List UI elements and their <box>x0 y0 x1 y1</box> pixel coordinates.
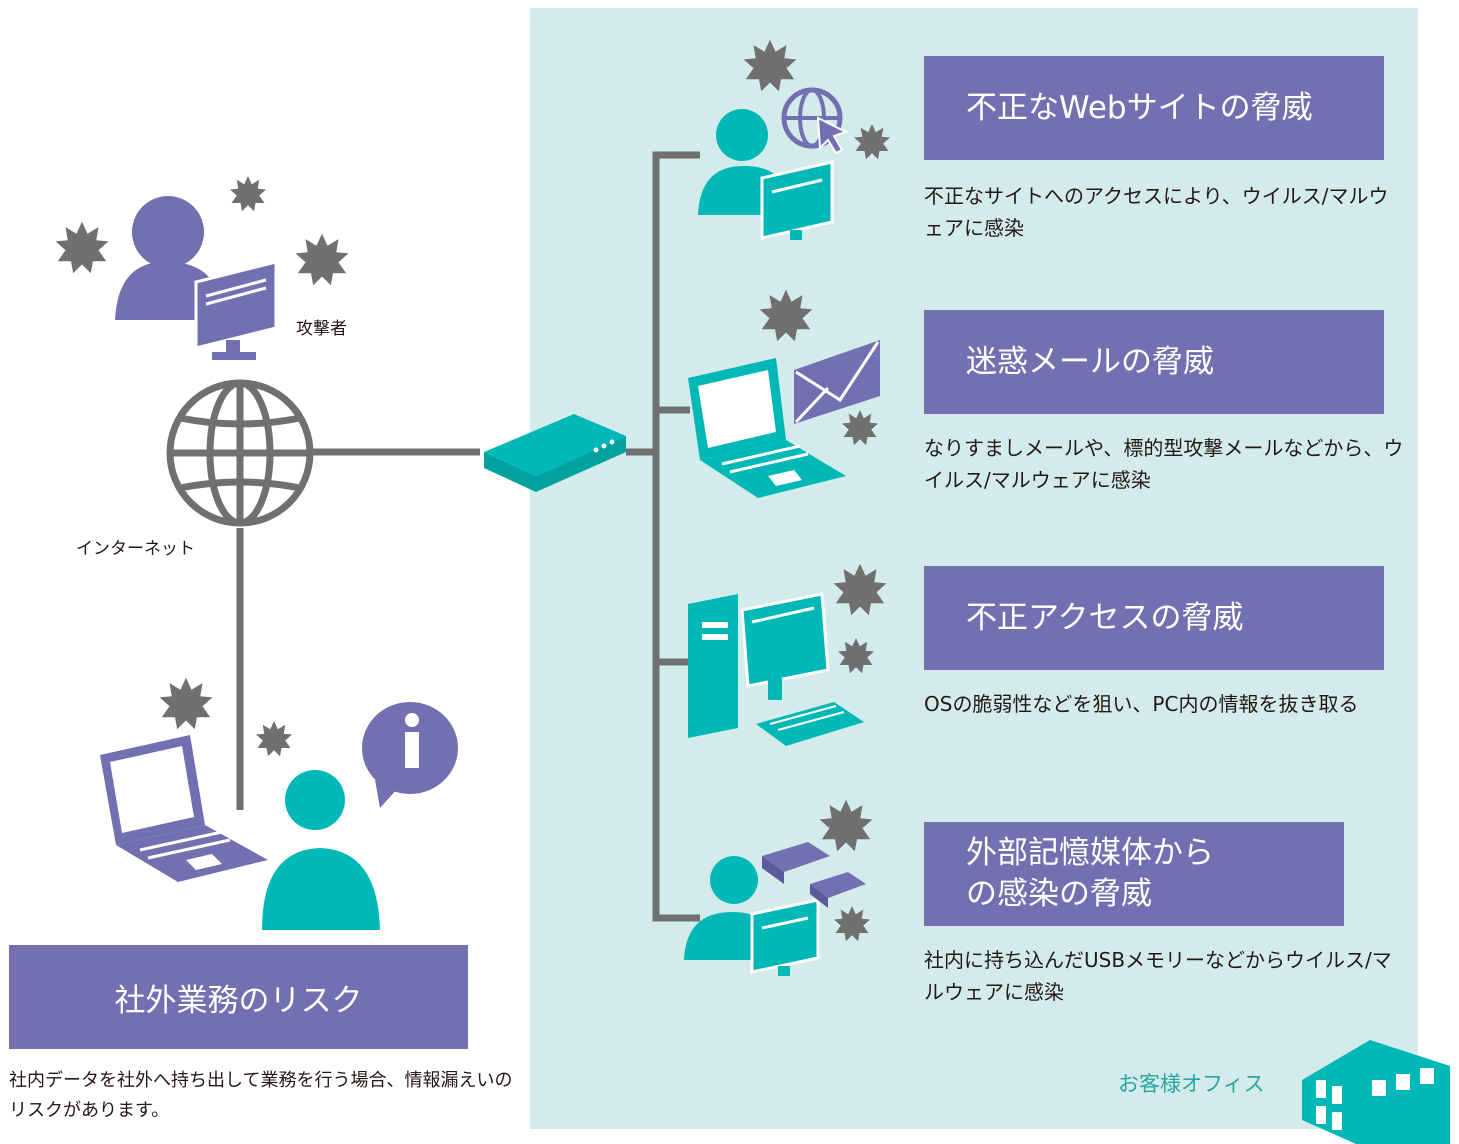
threat-title-access: 不正アクセスの脅威 <box>924 566 1384 670</box>
web-user-icon <box>698 87 849 240</box>
virus-icon <box>819 799 873 942</box>
usb-user-icon <box>684 842 866 976</box>
threat-desc-web: 不正なサイトへのアクセスにより、ウイルス/マルウェアに感染 <box>924 184 1389 240</box>
remote-worker-icon <box>100 735 380 930</box>
mail-laptop-icon <box>688 340 880 498</box>
globe-icon <box>166 379 314 527</box>
internet-label: インターネット <box>76 539 195 559</box>
attacker-label: 攻撃者 <box>296 319 347 339</box>
threat-desc-mail: なりすましメールや、標的型攻撃メールなどから、ウイルス/マルウェアに感染 <box>924 436 1404 492</box>
virus-icon <box>833 563 887 674</box>
threat-title-mail: 迷惑メールの脅威 <box>924 310 1384 414</box>
threat-title-media: 外部記憶媒体からの感染の脅威 <box>924 822 1344 926</box>
threat-desc-access: OSの脆弱性などを狙い、PC内の情報を抜き取る <box>924 692 1359 716</box>
attacker-pc-icon <box>115 196 278 360</box>
connection-lines <box>236 151 700 922</box>
threat-title-web: 不正なWebサイトの脅威 <box>924 56 1384 160</box>
router-icon <box>484 414 626 492</box>
info-bubble-icon <box>362 702 458 808</box>
threat-desc-media: 社内に持ち込んだUSBメモリーなどからウイルス/マルウェアに感染 <box>924 948 1392 1004</box>
desktop-pc-icon <box>688 592 864 746</box>
office-building-icon <box>1302 1040 1450 1144</box>
risk-desc: 社内データを社外へ持ち出して業務を行う場合、情報漏えいのリスクがあります。 <box>9 1070 513 1121</box>
risk-title: 社外業務のリスク <box>9 945 468 1049</box>
office-label: お客様オフィス <box>1118 1072 1265 1096</box>
